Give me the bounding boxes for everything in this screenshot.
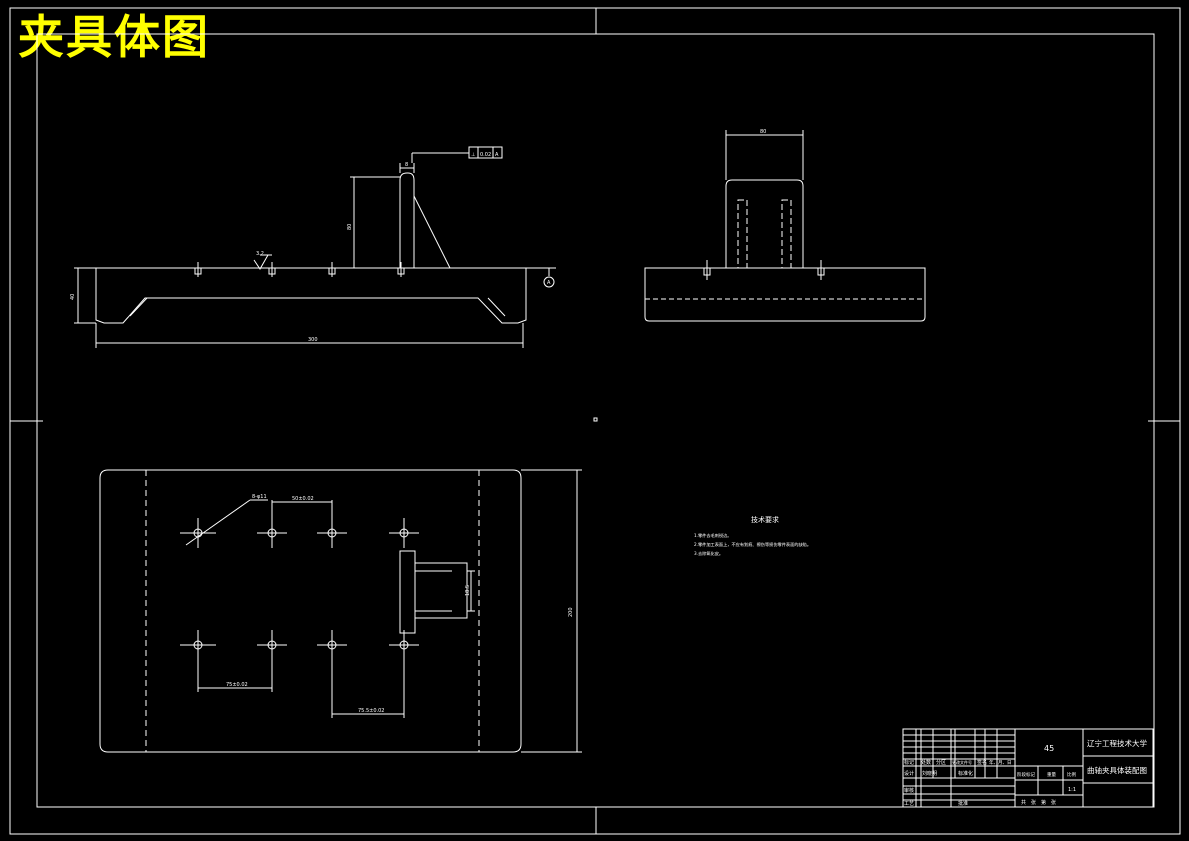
process-label: 工艺 (904, 801, 914, 807)
row-label-count: 处数 (921, 759, 931, 766)
row-label-change: 更改文件号 (952, 759, 972, 765)
sheet-label: 共 张 第 张 (1021, 799, 1056, 806)
plan-overall-label: 200 (568, 607, 574, 617)
row-label-zone: 分区 (936, 759, 946, 766)
fcf-symbol: ⊥ (471, 152, 475, 158)
notes-line-1: 1.零件去毛刺锐边。 (694, 532, 732, 539)
approve-label: 批准 (958, 800, 968, 807)
plan-slot-label: 18.5 (465, 585, 471, 596)
dim-rib-label: 80 (347, 224, 353, 230)
title-block (902, 728, 1154, 808)
material-label: 45 (1044, 744, 1054, 753)
row-label-sign: 签名 (977, 759, 987, 766)
plan-view (99, 469, 582, 753)
design-name: 刘晓明 (922, 770, 937, 777)
datum-label: A (547, 280, 551, 286)
title-block-text: 45 辽宁工程技术大学 曲轴夹具体装配图 标记 处数 分区 更改文件号 签名 年… (904, 738, 1147, 807)
school-name: 辽宁工程技术大学 (1087, 738, 1147, 748)
notes-line-2: 2.零件加工表面上，不应有划痕、擦伤等损伤零件表面的缺陷。 (694, 541, 811, 548)
notes-title: 技术要求 (751, 515, 779, 524)
drawing-heading: 夹具体图 (18, 10, 210, 64)
standard-label: 标准化 (958, 770, 973, 777)
plan-pitch-label: 50±0.02 (292, 496, 314, 502)
technical-notes: 技术要求 1.零件去毛刺锐边。 2.零件加工表面上，不应有划痕、擦伤等损伤零件表… (694, 515, 811, 557)
roughness-label: 3.2 (256, 251, 264, 257)
scale-value: 1:1 (1068, 787, 1076, 793)
dim-length-label: 300 (308, 337, 318, 343)
plan-bottom-right-label: 75.5±0.02 (358, 708, 384, 714)
dim-top-label: 8 (405, 162, 408, 168)
design-label: 设计 (904, 770, 914, 777)
side-dim-width-label: 80 (760, 129, 766, 135)
notes-line-3: 3.去除氧化皮。 (694, 550, 723, 557)
plan-bottom-left-label: 75±0.02 (226, 682, 248, 688)
front-view (74, 146, 556, 348)
dim-height-label: 40 (70, 294, 76, 300)
sheet-center-dot (593, 417, 598, 422)
fcf-value: 0.02 (480, 152, 491, 158)
row-label-date: 年、月、日 (989, 759, 1012, 766)
review-label: 审核 (904, 787, 914, 794)
stage-label: 阶段标记 (1017, 771, 1035, 778)
row-label-mark: 标记 (904, 759, 914, 766)
side-view (644, 130, 926, 322)
plan-holes-label: 8-φ11 (252, 494, 267, 500)
scale-label: 比例 (1067, 771, 1076, 778)
weight-label: 重量 (1047, 771, 1056, 778)
drawing-name: 曲轴夹具体装配图 (1087, 765, 1147, 775)
fcf-datum: A (495, 152, 499, 158)
